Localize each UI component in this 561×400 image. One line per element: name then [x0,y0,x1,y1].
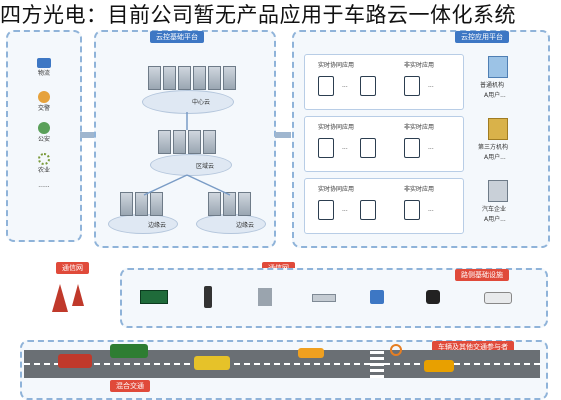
badge-icon [38,122,50,134]
cyclist-icon [390,344,402,356]
green-truck-icon [110,344,148,358]
phone-icon [360,76,376,96]
phone-icon [318,200,334,220]
region-cloud-label: 区域云 [196,163,215,170]
app-row: 实时协同应用 非实时应用 ... ... 汽车企业 A用户... [304,174,538,236]
building-icon [488,56,508,78]
icon-item-logistics: 物流 [22,58,66,77]
cloud-app-platform-tag: 云控应用平台 [455,31,509,43]
icon-item-public-security: 公安 [22,122,66,143]
phone-icon [404,76,420,96]
center-cloud-servers [148,66,236,90]
infrastructure-devices [140,286,530,312]
server-icon [178,66,191,90]
server-icon [148,66,161,90]
bus-icon [194,356,230,370]
lidar-icon [426,290,440,304]
double-arrow-icon [275,132,291,138]
server-icon [223,192,236,216]
headline: 四方光电：目前公司暂无产品应用于车路云一体化系统 [0,3,516,27]
left-panel-items: 物流 交警 公安 农业 ...... [22,56,66,189]
server-icon [120,192,133,216]
shield-icon [38,91,50,103]
tower-icon [52,284,68,312]
server-icon [208,192,221,216]
app-rows: 实时协同应用 非实时应用 ... ... 普通机构 A用户... 实时协同应用 … [304,50,538,236]
double-arrow-icon [80,132,94,138]
cloud-base-platform-tag: 云控基础平台 [150,31,204,43]
edge-cloud-servers-right [208,192,251,216]
center-cloud-platform [142,90,234,114]
lane-marking [24,363,540,365]
server-icon [203,130,216,154]
orange-car-icon [424,360,454,372]
yellow-car-icon [298,348,324,358]
building-icon [488,180,508,202]
radar-icon [258,288,272,306]
phone-icon [404,200,420,220]
icon-item-agriculture: 农业 [22,153,66,174]
roadside-infrastructure-tag: 路侧基础设施 [455,269,509,281]
server-icon [150,192,163,216]
phone-icon [318,76,334,96]
camera-icon [484,292,512,304]
phone-icon [360,138,376,158]
traffic-light-icon [204,286,212,308]
app-row: 实时协同应用 非实时应用 ... ... 普通机构 A用户... [304,50,538,112]
server-icon [173,130,186,154]
server-icon [158,130,171,154]
server-icon [223,66,236,90]
phone-icon [318,138,334,158]
network-tag-left: 通信网 [56,262,89,274]
server-icon [193,66,206,90]
phone-icon [404,138,420,158]
server-icon [188,130,201,154]
rsu-icon [312,294,336,302]
truck-icon [37,58,51,68]
server-icon [163,66,176,90]
server-icon [238,192,251,216]
tower-icon [72,284,84,306]
cloud-connectors [143,112,231,196]
phone-icon [360,200,376,220]
app-row: 实时协同应用 非实时应用 ... ... 第三方机构 A用户... [304,112,538,174]
server-icon [135,192,148,216]
sun-icon [38,153,50,165]
mixed-traffic-tag: 混合交通 [110,380,150,392]
edge-cloud-label-left: 边缘云 [148,222,167,229]
icon-item-traffic-police: 交警 [22,91,66,112]
led-sign-icon [140,290,168,304]
region-cloud-platform [150,154,232,176]
center-cloud-label: 中心云 [192,99,211,106]
red-truck-icon [58,354,92,368]
server-icon [208,66,221,90]
building-icon [488,118,508,140]
edge-cloud-servers-left [120,192,163,216]
edge-cloud-label-right: 边缘云 [236,222,255,229]
sensor-icon [370,290,384,304]
crosswalk [370,350,384,378]
region-cloud-servers [158,130,216,154]
